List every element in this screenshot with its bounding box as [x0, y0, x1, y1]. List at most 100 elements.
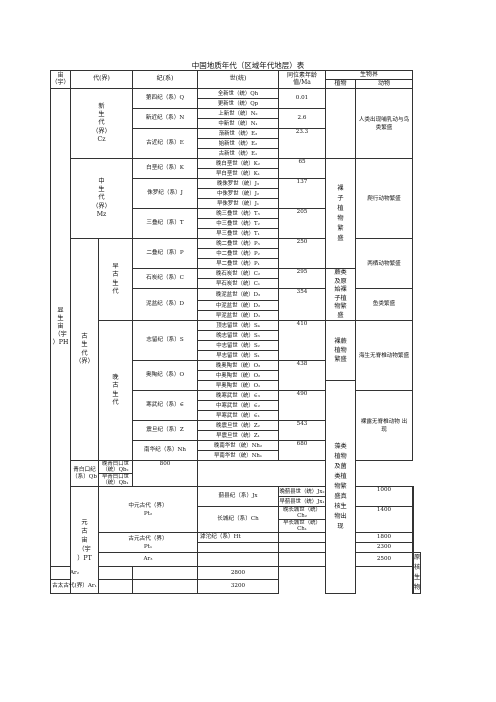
age-d: 354 [278, 288, 326, 321]
epoch-z1: 早震旦世（统）Z₁ [197, 430, 279, 441]
epoch-j2: 中侏罗世（统）J₂ [197, 188, 279, 199]
period-ar3-empty [197, 552, 279, 567]
period-k: 白垩纪（系）K [132, 158, 198, 179]
epoch-ht-empty [278, 532, 326, 543]
epoch-d1: 早泥盆世（统）D₁ [197, 310, 279, 321]
age-p: 250 [278, 238, 326, 269]
age-nh: 680 [278, 440, 326, 461]
plant-prokaryotes: 原 核 生 物 [412, 552, 422, 594]
header-eon: 宙（宇） [50, 70, 71, 89]
epoch-cam2: 中寒武世（统）∈₂ [197, 400, 279, 411]
epoch-qh: 全新世（统）Qh [197, 88, 279, 99]
epoch-ch1: 早长城世（统）Ch₁ [278, 519, 326, 533]
header-plant: 植物 [325, 79, 356, 89]
age-jx: 1000 [355, 486, 413, 507]
era-late-paleozoic: 晚 古 生 代 [98, 320, 133, 461]
epoch-ar2-empty [132, 565, 198, 581]
era-cenozoic: 新 生 代 （界） Cz [70, 88, 133, 159]
plant-cenozoic [325, 88, 356, 159]
age-s: 410 [278, 320, 326, 361]
plant-psilophytes: 裸蕨 植物 繁盛 [325, 320, 356, 381]
epoch-p1: 早二叠世（统）P₁ [197, 258, 279, 269]
era-early-paleozoic: 早 古 生 代 [98, 238, 133, 321]
header-epoch: 世(统) [197, 70, 279, 89]
header-era: 代(界) [70, 70, 133, 89]
age-c: 295 [278, 268, 326, 289]
age-ar1: 3200 [197, 579, 279, 594]
period-d: 泥盆纪（系）D [132, 288, 198, 321]
era-mesozoic: 中 生 代 （界） Mz [70, 158, 133, 239]
age-cam: 490 [278, 390, 326, 421]
period-c: 石炭纪（系）C [132, 268, 198, 289]
period-z: 震旦纪（系）Z [132, 420, 198, 441]
age-o: 438 [278, 360, 326, 391]
age-ht: 1800 [355, 532, 413, 543]
era-ar2: Ar₂ [50, 565, 99, 581]
age-n: 2.6 [278, 108, 326, 129]
epoch-cam1: 早寒武世（统）∈₁ [197, 410, 279, 421]
header-period: 纪(系) [132, 70, 198, 89]
epoch-o3: 晚奥陶世（统）O₃ [197, 360, 279, 371]
era-ar3: Ar₃ [98, 552, 198, 567]
epoch-j3: 晚侏罗世（统）J₃ [197, 178, 279, 189]
period-q: 第四纪（系）Q [132, 88, 198, 109]
epoch-nh2: 晚南华世（统）Nh₂ [197, 440, 279, 451]
header-biota: 生物界 [325, 70, 413, 80]
epoch-t1: 早三叠世（统）T₁ [197, 228, 279, 239]
period-qb: 青白口纪（系）Qb [70, 460, 99, 487]
period-p: 二叠纪（系）P [132, 238, 198, 269]
geologic-time-table: 宙（宇） 代(界) 纪(系) 世(统) 同位素年龄值/Ma 生物界 植物 动物 … [50, 70, 422, 594]
eon-phanerozoic: 显 生 宙 （宇 ）PH [50, 88, 71, 567]
plant-algae: 藻类 植物 及菌 类植 物繁 盛真 核生 物出 现 [325, 380, 356, 594]
animal-reptiles: 爬行动物繁盛 [355, 158, 413, 239]
animal-fish: 鱼类繁盛 [355, 288, 413, 321]
epoch-d2: 中泥盆世（统）D₂ [197, 300, 279, 311]
epoch-e2: 始新世（统）E₂ [197, 138, 279, 149]
epoch-d3: 晚泥盆世（统）D₃ [197, 288, 279, 301]
age-t: 205 [278, 208, 326, 239]
animal-amphibians: 两栖动物繁盛 [355, 238, 413, 289]
animal-naked-inverts: 裸露无脊椎动物 出现 [355, 390, 413, 461]
page-title: 中国地质年代（区域年代地层）表 [191, 61, 305, 70]
epoch-k1: 早白垩世（统）K₁ [197, 168, 279, 179]
epoch-qb2: 晚青白口世（统）Qb₂ [98, 460, 133, 474]
epoch-e1: 古新世（统）E₁ [197, 148, 279, 159]
era-paleozoic: 古 生 代 （界） [70, 238, 99, 461]
period-s: 志留纪（系）S [132, 320, 198, 361]
period-ar2-empty [98, 565, 133, 581]
epoch-c2: 晚石炭世（统）C₂ [197, 268, 279, 279]
animal-marine-inverts: 海生无脊椎动物繁盛 [355, 320, 413, 391]
period-ch: 长城纪（系）Ch [197, 506, 279, 533]
animal-mammals: 人类出现哺乳动与鸟类繁盛 [355, 88, 413, 159]
period-nh: 南华纪（系）Nh [132, 440, 198, 461]
header-animal: 动物 [355, 79, 413, 89]
period-pt1-empty [197, 542, 279, 553]
epoch-qb1: 早青白口世（统）Qb₁ [98, 473, 133, 487]
age-j: 137 [278, 178, 326, 209]
epoch-nh1: 早南华世（统）Nh₁ [197, 450, 279, 461]
period-ar1-empty [98, 579, 133, 594]
epoch-o2: 中奥陶世（统）O₂ [197, 370, 279, 381]
epoch-k2: 晚白垩世（统）K₂ [197, 158, 279, 169]
epoch-s3: 晚志留世（统）S₃ [197, 330, 279, 341]
epoch-ch2: 晚长城世（统）Ch₂ [278, 506, 326, 520]
epoch-o1: 早奥陶世（统）O₁ [197, 380, 279, 391]
epoch-n1: 中新世（统）N₁ [197, 118, 279, 129]
header-age: 同位素年龄值/Ma [278, 70, 326, 89]
period-jx: 蓟县纪（系）Jx [197, 486, 279, 507]
epoch-n2: 上新世（统）N₂ [197, 108, 279, 119]
era-mesoproterozoic: 中元古代（界） Pt₂ [98, 486, 198, 533]
age-ch: 1400 [355, 506, 413, 533]
epoch-s1: 早志留世（统）S₁ [197, 350, 279, 361]
age-pt1: 2300 [355, 542, 413, 553]
age-qb: 800 [132, 460, 198, 487]
era-paleoproterozoic: 古元古代（界） Pt₁ [98, 532, 198, 553]
epoch-t2: 中三叠世（统）T₂ [197, 218, 279, 229]
epoch-p3: 晚二叠世（统）P₃ [197, 238, 279, 249]
period-t: 三叠纪（系）T [132, 208, 198, 239]
epoch-t3: 晚三叠世（统）T₃ [197, 208, 279, 219]
epoch-jx2: 晚蓟县世（统）Jx₂ [278, 486, 326, 497]
age-q: 0.01 [278, 88, 326, 109]
epoch-j1: 早侏罗世（统）J₁ [197, 198, 279, 209]
era-ar1: 古太古代(界）Ar₁ [50, 579, 99, 594]
